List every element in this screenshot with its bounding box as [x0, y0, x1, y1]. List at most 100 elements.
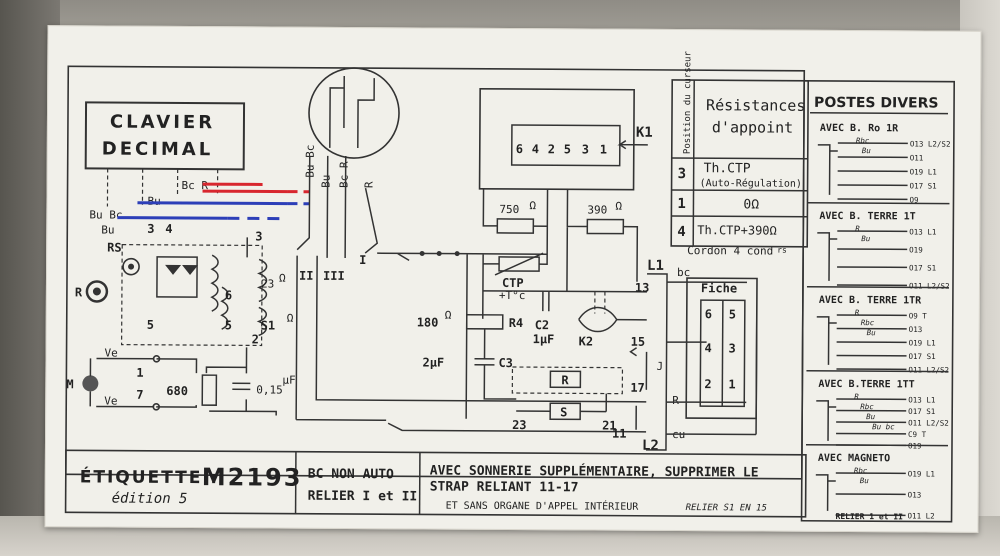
fiche-pin-4: 4 — [705, 341, 712, 355]
c3-label: C3 — [498, 356, 513, 370]
postes-terminal: O17 S1 — [909, 352, 936, 361]
k1-contact-5: 5 — [564, 142, 571, 156]
r750-value: 750 — [499, 203, 519, 216]
postes-bracket — [816, 316, 837, 365]
cordon-label: Cordon 4 cond — [687, 244, 773, 258]
terminal-6: 6 — [225, 288, 232, 302]
table-row1-pos: 3 — [678, 166, 687, 182]
postes-wire-label: Bu — [867, 328, 877, 337]
ctp-label: CTP — [502, 276, 524, 290]
footer-etiquette: ÉTIQUETTE : — [80, 465, 219, 488]
clavier-line1: CLAVIER — [110, 112, 215, 134]
postes-terminal: O11 L2/S2 — [909, 281, 950, 290]
terminal-13: 13 — [635, 281, 650, 295]
fiche-title: Fiche — [701, 281, 737, 295]
cadran-i: I — [359, 253, 366, 267]
terminal-1: 1 — [136, 366, 143, 380]
postes-wire-label: R — [855, 224, 860, 233]
r390-ohm: Ω — [615, 200, 622, 213]
c015-unit: µF — [282, 374, 295, 387]
r23-ohm: Ω — [279, 272, 286, 285]
footer-note-line3b: RELIER S1 EN 15 — [686, 503, 767, 513]
postes-divers-panel: POSTES DIVERS — [800, 79, 956, 523]
cadran-dial: Bu Bc Bu Bc R R — [304, 67, 400, 188]
footer-relier: RELIER I et II — [308, 489, 418, 505]
postes-wire-label: R — [854, 392, 859, 401]
bell-r: R — [75, 280, 109, 303]
postes-terminal: O17 S1 — [910, 181, 937, 190]
s-box-label: S — [560, 405, 567, 419]
postes-wire-label: Rbc — [861, 318, 875, 327]
cadran-r: R — [363, 181, 376, 188]
terminal-3: 3 — [147, 222, 154, 236]
postes-block-footer: RELIER 1 et II — [836, 512, 904, 521]
r4-label: R4 — [509, 316, 524, 330]
postes-terminal: O11 — [910, 153, 924, 162]
postes-block-title: AVEC B. Ro 1R — [820, 123, 899, 134]
footer: ÉTIQUETTE : M2193 édition 5 BC NON AUTO … — [64, 449, 807, 518]
wire-label-m: M — [66, 377, 73, 391]
postes-terminal: O13 — [909, 325, 923, 334]
cordon-sup: rs — [777, 246, 787, 255]
table-row3-pos: 4 — [677, 224, 686, 240]
capacitor-015: 0,15 µF — [232, 374, 296, 397]
table-row2-res: 0Ω — [743, 197, 759, 212]
postes-terminal: C9 T — [908, 430, 927, 439]
s1-label: S1 — [261, 318, 276, 332]
terminal-4: 4 — [165, 222, 172, 236]
j-label: J — [656, 360, 663, 373]
terminal-15: 15 — [631, 335, 646, 349]
resistor-750: 750 Ω — [496, 199, 536, 234]
postes-wire-label: Bu — [861, 234, 871, 243]
relay-k2: K2 — [578, 291, 618, 348]
r-box-label: R — [561, 373, 569, 387]
k2-label: K2 — [579, 334, 594, 348]
strap-r-box: R — [511, 366, 624, 395]
strap-s-box: S — [549, 402, 581, 421]
footer-edition: édition 5 — [112, 491, 188, 507]
postes-terminal: O11 L2 — [908, 511, 935, 520]
ctp-thermistor: CTP +T°c — [494, 252, 544, 302]
footer-note-line2: STRAP RELIANT 11-17 — [430, 479, 579, 495]
postes-terminal: O13 — [908, 490, 922, 499]
line-bc: bc — [677, 266, 690, 279]
table-row1-sub: (Auto-Régulation) — [700, 177, 802, 190]
cadran-bu: Bu — [320, 175, 333, 188]
k1-contact-2: 2 — [548, 142, 555, 156]
k1-contact-4: 4 — [532, 142, 539, 156]
r680-value: 680 — [166, 384, 188, 398]
postes-wire-label: Bu bc — [872, 422, 895, 431]
terminal-23: 23 — [512, 418, 527, 432]
resistor-390: 390 Ω — [586, 200, 625, 235]
sonnerie-area: RS — [107, 241, 263, 347]
postes-terminal: O19 — [909, 245, 923, 254]
terminal-7: 7 — [136, 388, 143, 402]
wire-label-rs: RS — [107, 241, 122, 255]
postes-terminal: O19 L1 — [910, 167, 937, 176]
c015-value: 0,15 — [256, 383, 283, 396]
k1-label: K1 — [636, 125, 653, 141]
postes-wire-label: Rbc — [856, 136, 870, 145]
line-l1: L1 — [647, 258, 664, 274]
table-row3-res: Th.CTP+390Ω — [697, 223, 777, 237]
cadran-bc-r: Bc R — [338, 161, 351, 188]
postes-block-divider — [806, 370, 949, 373]
postes-terminal: O11 L2/S2 — [908, 365, 949, 374]
postes-bracket — [815, 474, 836, 511]
fiche-pin-5: 5 — [729, 307, 736, 321]
terminal-11: 11 — [612, 427, 627, 441]
postes-terminal: O9 T — [909, 311, 928, 320]
wire-label-r: R — [75, 285, 83, 299]
wire-label-bu-bc: Bu Bc — [89, 208, 122, 221]
terminal-5b: 5 — [225, 318, 232, 332]
cadran-ii: II — [299, 269, 314, 283]
r180-ohm: Ω — [445, 309, 452, 322]
footer-note-line3: ET SANS ORGANE D'APPEL INTÉRIEUR — [446, 499, 640, 513]
postes-wire-label: Bu — [862, 146, 872, 155]
footer-note-line1: AVEC SONNERIE SUPPLÉMENTAIRE, SUPPRIMER … — [430, 462, 759, 480]
red-wire — [202, 182, 310, 194]
